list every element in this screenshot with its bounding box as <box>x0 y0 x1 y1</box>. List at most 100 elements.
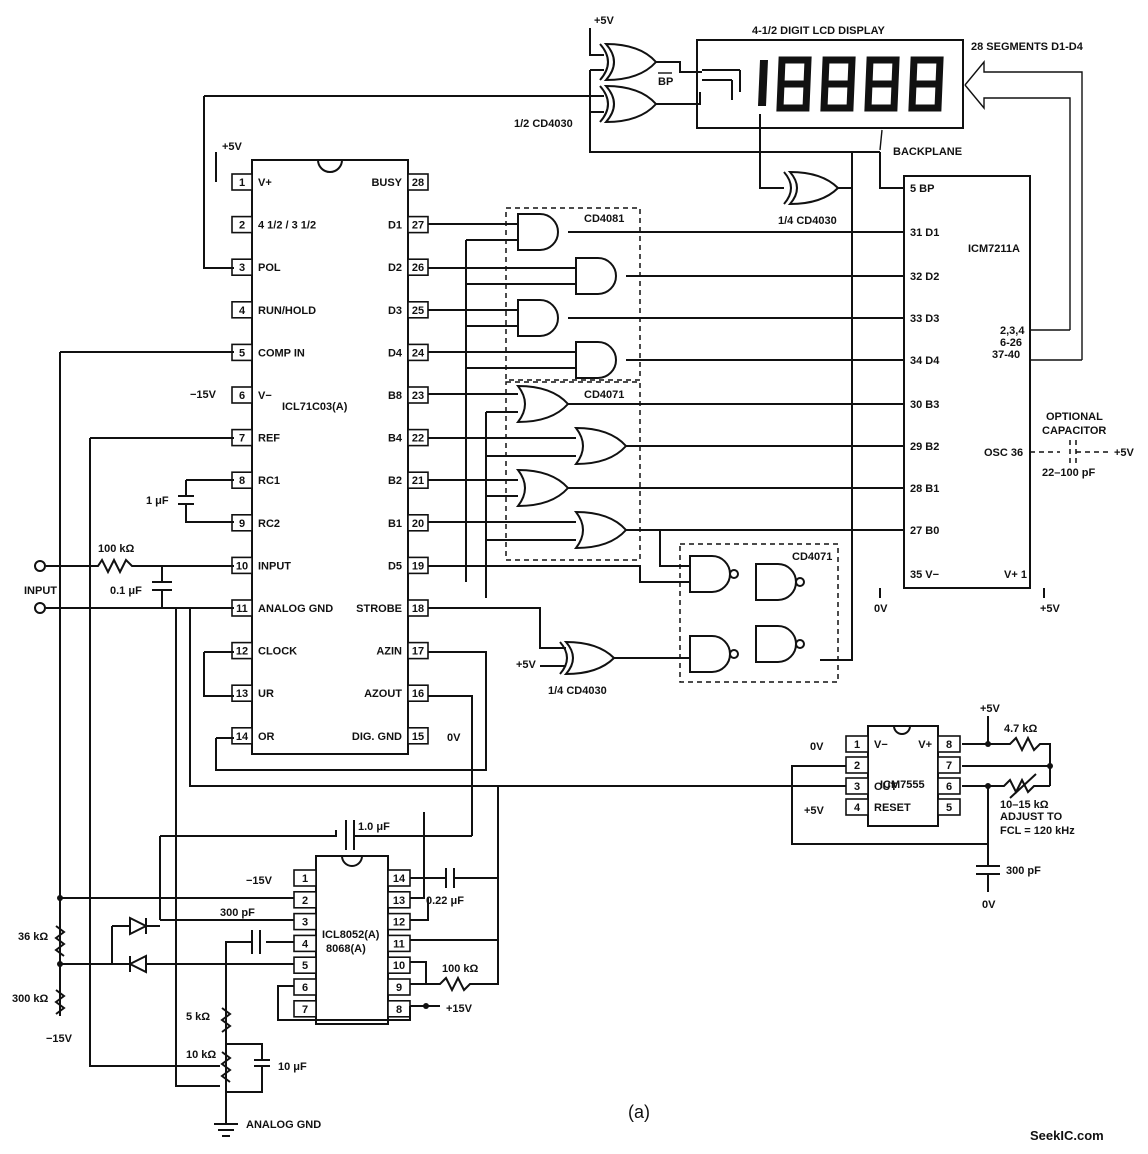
icl71c03-pin-26-number: 26 <box>412 262 424 274</box>
icm7211a-pin-label-2: 32 D2 <box>910 271 939 283</box>
icl71c03-pin-27-number: 27 <box>412 220 424 232</box>
watermark: SeekIC.com <box>1030 1128 1104 1143</box>
icl71c03-pin-12-number: 12 <box>236 646 248 658</box>
icl71c03-pin-15 <box>407 726 429 745</box>
icm7211a-pin-label-7: 28 B1 <box>910 483 939 495</box>
input-label: INPUT <box>24 585 57 597</box>
icm7555-pin-4-label: RESET <box>874 802 911 814</box>
icl71c03-pin-17-number: 17 <box>412 646 424 658</box>
r-100k-8052-label: 100 kΩ <box>442 963 479 975</box>
cd4071-label-b: CD4071 <box>792 551 832 563</box>
icl8052-pin-3 <box>293 912 317 931</box>
icl71c03-pin-17 <box>407 641 429 660</box>
icl8052-pin-10-number: 10 <box>393 960 405 972</box>
cd4071-label-a: CD4071 <box>584 389 624 401</box>
icl71c03-pin-5-label: COMP IN <box>258 347 305 359</box>
icl71c03-pin-25-number: 25 <box>412 305 424 317</box>
icl71c03-name: ICL71C03(A) <box>282 401 348 413</box>
icl8052-pin-11 <box>387 934 411 953</box>
xor-quarter-top: 1/4 CD4030 <box>778 170 840 227</box>
figure-caption: (a) <box>628 1102 650 1122</box>
icl8052-pin-2 <box>293 890 317 909</box>
icm7555-pin-5-number: 5 <box>946 802 952 814</box>
icl71c03-pin-13-number: 13 <box>236 688 248 700</box>
icl71c03-pin-10-number: 10 <box>236 560 248 572</box>
c-01u-label: 0.1 μF <box>110 585 142 597</box>
icl8052-pin-4 <box>293 934 317 953</box>
icl71c03-pin-20-label: B1 <box>388 518 402 530</box>
icl8052-pin-5 <box>293 956 317 975</box>
seg-pins-2: 6-26 <box>1000 337 1022 349</box>
osc-vcc-label: +5V <box>1114 447 1135 459</box>
cd4081-and-gates: CD4081 <box>505 207 641 381</box>
icl71c03-pin-28-number: 28 <box>412 177 424 189</box>
icl8052-pin-12-number: 12 <box>393 917 405 929</box>
icm7211a-pin-label-4: 34 D4 <box>910 355 940 367</box>
icm7555-pin-7-number: 7 <box>946 760 952 772</box>
icl71c03-pin-15-label: DIG. GND <box>352 731 402 743</box>
icl71c03-pin-20-number: 20 <box>412 518 424 530</box>
icl71c03-pin-15-number: 15 <box>412 731 424 743</box>
icl71c03-pin-1-label: V+ <box>258 177 272 189</box>
bp-label: BP <box>658 76 673 88</box>
icm7555-pin-4-number: 4 <box>854 802 861 814</box>
icm7555-pin-5 <box>937 798 961 816</box>
icl71c03-pin-18-label: STROBE <box>356 603 402 615</box>
icl71c03-pin-14 <box>231 726 253 745</box>
c-1u-az-label: 1.0 μF <box>358 821 390 833</box>
icl71c03-pin-3-label: POL <box>258 262 281 274</box>
icl71c03-pin-19-label: D5 <box>388 560 402 572</box>
icl71c03-pin-8-label: RC1 <box>258 475 280 487</box>
icl71c03-pin-28-label: BUSY <box>371 177 402 189</box>
icl71c03-pin-4-label: RUN/HOLD <box>258 305 316 317</box>
icm7555-pin-2-number: 2 <box>854 760 860 772</box>
icm7555-pin-3-label: OUT <box>874 781 898 793</box>
icl71c03-pin-2-number: 2 <box>239 220 245 232</box>
lcd-sign-segment <box>702 69 741 100</box>
icl8052-pin-7 <box>293 999 317 1018</box>
icl8052-pin-5-number: 5 <box>302 960 308 972</box>
icm7555-pin-3-number: 3 <box>854 781 860 793</box>
icl8052-pin-9 <box>387 978 411 996</box>
icm7555-pin-8 <box>937 735 961 753</box>
icl71c03-pin-14-number: 14 <box>236 731 249 743</box>
xor-bottom-vcc-label: +5V <box>516 659 537 671</box>
icl8052-pin-10 <box>387 956 411 975</box>
lcd-title: 4-1/2 DIGIT LCD DISPLAY <box>752 25 886 37</box>
r-36k-label: 36 kΩ <box>18 931 48 943</box>
diode-network: 36 kΩ 300 kΩ −15V <box>12 895 176 1045</box>
icl71c03-right-pins: 28BUSY27D126D225D324D423B822B421B220B119… <box>352 173 429 745</box>
c-300p-8052-label: 300 pF <box>220 907 255 919</box>
icl71c03-pin-24-number: 24 <box>412 347 425 359</box>
osc-pin-label: OSC 36 <box>984 447 1023 459</box>
r-300k-label: 300 kΩ <box>12 993 49 1005</box>
icm7555-pin-8-label: V+ <box>918 739 932 751</box>
icm7211a-pin-label-9: 35 V− <box>910 569 939 581</box>
icl71c03-pin-16-label: AZOUT <box>364 688 402 700</box>
icm-gnd-label: 0V <box>874 603 888 615</box>
backplane-label: BACKPLANE <box>893 146 962 158</box>
icm7211a-pin-label-8: 27 B0 <box>910 525 939 537</box>
analog-wiring: 1 μF 100 kΩ 0.1 μF INPUT 1.0 μF <box>24 351 499 1087</box>
icl71c03-pin-7-number: 7 <box>239 433 245 445</box>
icl71c03-pin-1-number: 1 <box>239 177 245 189</box>
c-300p-555-label: 300 pF <box>1006 865 1041 877</box>
icl71c03-pin-8-number: 8 <box>239 475 245 487</box>
lcd-digits <box>776 56 944 112</box>
icm7555-pin-1 <box>845 735 869 753</box>
c-022u-label: 0.22 μF <box>426 895 464 907</box>
icl71c03-pin-5-number: 5 <box>239 347 245 359</box>
icl-vcc-label: +5V <box>222 141 243 153</box>
icl71c03-pin-2 <box>231 215 253 234</box>
xor-quarter-top-label: 1/4 CD4030 <box>778 215 837 227</box>
icl8052-pin-14-number: 14 <box>393 873 406 885</box>
icl71c03-pin-6-label: V− <box>258 390 272 402</box>
cd4081-label: CD4081 <box>584 213 624 225</box>
